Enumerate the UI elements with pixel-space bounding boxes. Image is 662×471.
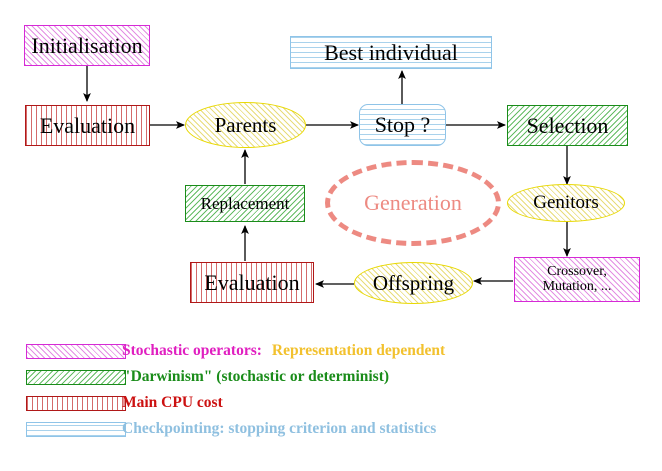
node-crossover-mutation-label: Crossover, Mutation, ... xyxy=(542,263,612,294)
legend-row-checkpointing: Checkpointing: stopping criterion and st… xyxy=(0,416,662,442)
node-parents[interactable]: Parents xyxy=(185,102,306,148)
node-replacement[interactable]: Replacement xyxy=(185,185,305,222)
legend-swatch-red xyxy=(26,395,126,411)
legend-label-darwinism: "Darwinism" (stochastic or determinist) xyxy=(122,368,390,385)
legend-row-cpu-cost: Main CPU cost xyxy=(0,390,662,416)
node-selection[interactable]: Selection xyxy=(507,105,628,146)
node-offspring-label: Offspring xyxy=(372,270,455,295)
node-initialisation[interactable]: Initialisation xyxy=(24,25,150,66)
legend-row-darwinism: "Darwinism" (stochastic or determinist) xyxy=(0,364,662,390)
node-offspring[interactable]: Offspring xyxy=(354,262,473,304)
node-replacement-label: Replacement xyxy=(200,193,290,213)
legend-swatch-green xyxy=(26,369,126,385)
legend-label-checkpointing: Checkpointing: stopping criterion and st… xyxy=(122,420,437,437)
legend-label-representation-dependent: Representation dependent xyxy=(271,342,446,359)
legend-row-stochastic: Stochastic operators: Representation depe… xyxy=(0,338,662,364)
node-selection-label: Selection xyxy=(526,112,609,138)
node-stop-label: Stop ? xyxy=(374,112,431,138)
legend-swatch-magenta xyxy=(26,343,126,359)
node-generation-label: Generation xyxy=(364,190,462,215)
node-best-individual-label: Best individual xyxy=(324,39,458,65)
node-initialisation-label: Initialisation xyxy=(31,32,143,58)
node-evaluation-top[interactable]: Evaluation xyxy=(25,105,150,146)
legend-text-stochastic: Stochastic operators: Representation depe… xyxy=(122,342,445,360)
node-evaluation-bottom[interactable]: Evaluation xyxy=(190,262,314,303)
legend-swatch-blue xyxy=(26,421,126,437)
node-evaluation-bottom-label: Evaluation xyxy=(204,269,300,295)
node-best-individual[interactable]: Best individual xyxy=(290,36,492,69)
node-stop[interactable]: Stop ? xyxy=(359,104,446,146)
node-genitors-label: Genitors xyxy=(533,192,599,214)
node-crossover-mutation[interactable]: Crossover, Mutation, ... xyxy=(514,257,640,302)
node-genitors[interactable]: Genitors xyxy=(507,184,625,222)
legend: Stochastic operators: Representation depe… xyxy=(0,338,662,442)
legend-label-main-cpu-cost: Main CPU cost xyxy=(122,394,223,411)
legend-label-stochastic-operators: Stochastic operators: xyxy=(122,342,262,359)
node-generation: Generation xyxy=(325,160,501,246)
node-parents-label: Parents xyxy=(214,112,277,137)
node-evaluation-top-label: Evaluation xyxy=(39,112,136,138)
